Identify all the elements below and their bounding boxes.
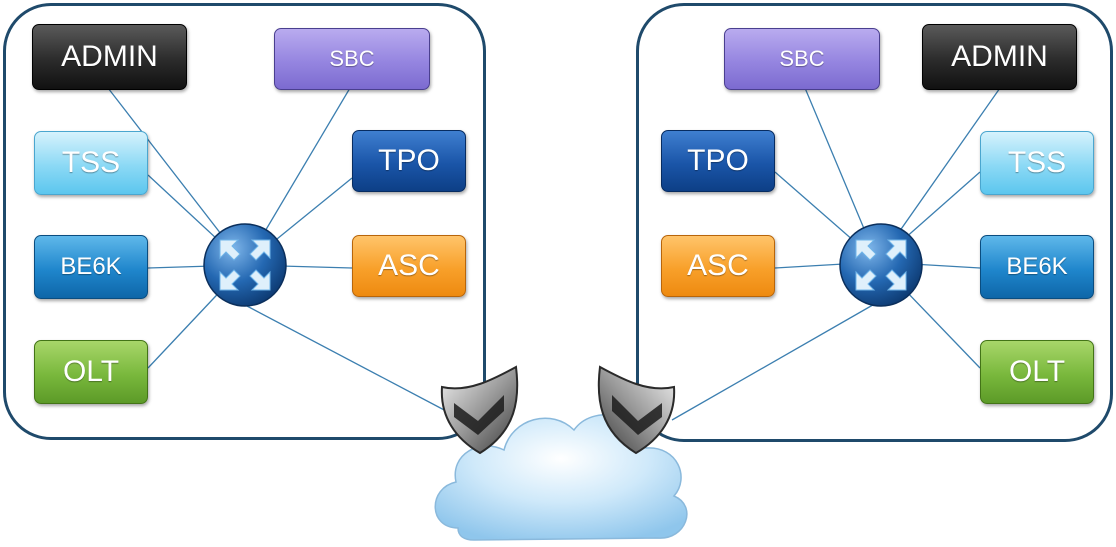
node-asc: ASC — [661, 235, 775, 297]
shield-icon — [440, 365, 519, 455]
router-icon — [839, 223, 923, 307]
node-admin: ADMIN — [922, 24, 1077, 90]
shield-icon — [597, 365, 676, 455]
node-tss: TSS — [34, 131, 148, 195]
node-olt: OLT — [34, 340, 148, 404]
node-asc: ASC — [352, 235, 466, 297]
node-admin: ADMIN — [32, 24, 187, 90]
node-tss: TSS — [980, 131, 1094, 195]
node-tpo: TPO — [352, 130, 466, 192]
node-sbc: SBC — [724, 28, 880, 90]
node-olt: OLT — [980, 340, 1094, 404]
node-be6k: BE6K — [34, 235, 148, 299]
router-icon — [203, 223, 287, 307]
node-tpo: TPO — [661, 130, 775, 192]
node-be6k: BE6K — [980, 235, 1094, 299]
node-sbc: SBC — [274, 28, 430, 90]
